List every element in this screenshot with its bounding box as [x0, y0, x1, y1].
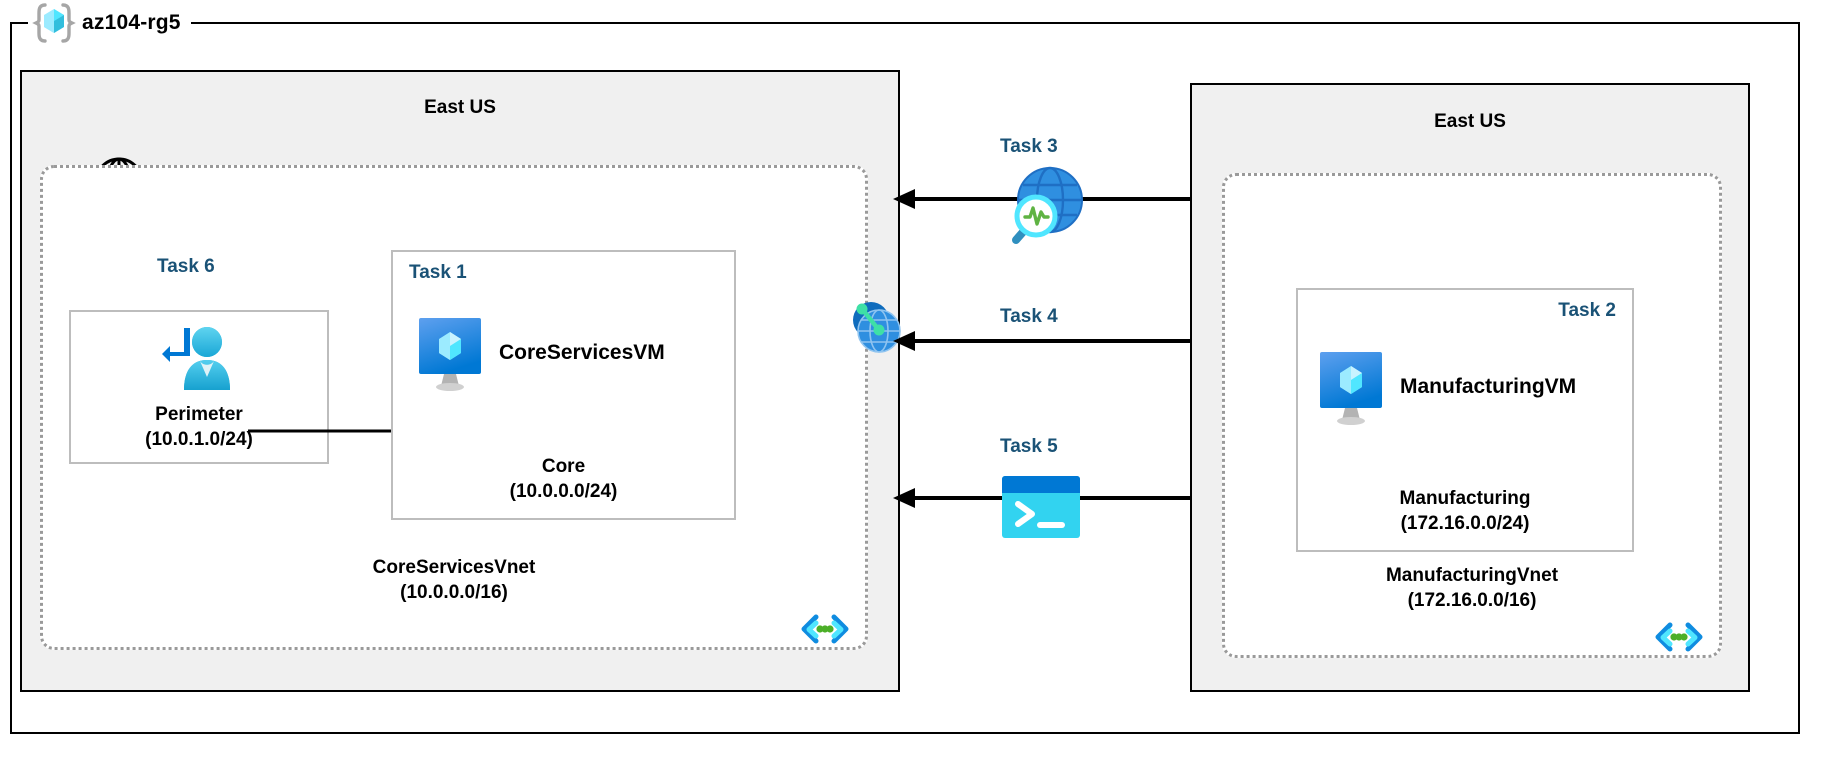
subnet-manufacturing-caption: Manufacturing (172.16.0.0/24): [1298, 487, 1632, 536]
subnet-core-cidr: (10.0.0.0/24): [509, 480, 618, 502]
vm-coreservicesvm-label: CoreServicesVM: [499, 341, 665, 364]
subnet-manufacturing-name: Manufacturing: [1399, 488, 1531, 510]
task-label-task4: Task 4: [1000, 306, 1058, 327]
task-label-task1: Task 1: [409, 262, 467, 283]
resource-group-name: az104-rg5: [82, 11, 181, 34]
subnet-core: Task 1: [391, 250, 736, 520]
vm-manufacturingvm-label: ManufacturingVM: [1400, 375, 1577, 398]
vnet-manufacturingvnet-cidr: (172.16.0.0/16): [1407, 589, 1537, 611]
subnet-perimeter-name: Perimeter: [155, 404, 243, 426]
subnet-core-caption: Core (10.0.0.0/24): [393, 455, 734, 504]
vnet-coreservicesvnet: Task 6: [40, 165, 868, 650]
vnet-manufacturingvnet-name: ManufacturingVnet: [1385, 565, 1559, 587]
virtual-network-icon: [799, 609, 851, 649]
subnet-manufacturing: Task 2: [1296, 288, 1634, 552]
vnet-manufacturingvnet-label: ManufacturingVnet (172.16.0.0/16): [1225, 564, 1719, 613]
region-title-left: East US: [424, 97, 496, 118]
resource-group-header: az104-rg5: [28, 0, 191, 46]
virtual-machine-icon: [1316, 348, 1386, 426]
vm-coreservicesvm: CoreServicesVM: [415, 314, 665, 392]
vnet-manufacturingvnet: Task 2: [1222, 173, 1722, 658]
virtual-machine-icon: [415, 314, 485, 392]
cloud-shell-icon: [1002, 476, 1080, 543]
region-box-right: East US Task 2: [1190, 83, 1750, 692]
arrow-task4: [893, 328, 1237, 359]
region-title-right: East US: [1434, 111, 1506, 132]
network-watcher-icon: [1000, 160, 1088, 253]
task-label-task2: Task 2: [1558, 300, 1616, 321]
task-label-task5: Task 5: [1000, 436, 1058, 457]
subnet-manufacturing-cidr: (172.16.0.0/24): [1400, 512, 1530, 534]
bastion-user-icon: [156, 320, 242, 394]
virtual-network-icon: [1653, 617, 1705, 657]
task-label-task6: Task 6: [157, 256, 215, 277]
subnet-perimeter-caption: Perimeter (10.0.1.0/24): [71, 403, 327, 452]
subnet-perimeter-cidr: (10.0.1.0/24): [145, 428, 253, 450]
vnet-coreservicesvnet-cidr: (10.0.0.0/16): [400, 581, 508, 603]
resource-group-cube-icon: [32, 1, 76, 45]
vnet-coreservicesvnet-name: CoreServicesVnet: [372, 557, 536, 579]
vnet-coreservicesvnet-label: CoreServicesVnet (10.0.0.0/16): [43, 556, 865, 605]
task-label-task3: Task 3: [1000, 136, 1058, 157]
subnet-core-name: Core: [541, 456, 586, 478]
vnet-peering-icon: [847, 296, 909, 358]
region-box-left: East US Task 6: [20, 70, 900, 692]
subnet-perimeter: Task 6: [69, 256, 329, 464]
vm-manufacturingvm: ManufacturingVM: [1316, 348, 1576, 426]
